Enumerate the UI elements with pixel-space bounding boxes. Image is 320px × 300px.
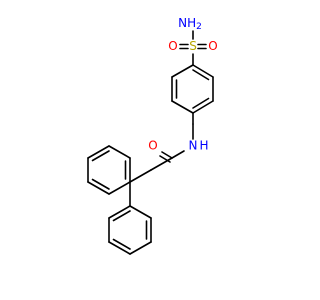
bond-ring1-inner-3 [192,69,210,81]
atom-nh2: NH2 [178,16,202,32]
bond-carbonyl-ch2 [150,157,173,171]
atom-amide-hydrogen: H [199,139,208,153]
bond-ring2-b [87,145,110,159]
bond-ring2-e [108,181,131,195]
bond-ring1-d [192,100,214,114]
atom-sulfur: S [189,39,197,53]
bond-c-o-1 [161,151,173,159]
bond-ring2-inner-1 [91,150,110,162]
molecule-diagram: NH2 S O O N H O [87,16,218,255]
atom-oxygen-right: O [208,39,217,53]
atom-oxygen-left: O [168,39,177,53]
bond-ring3-f [108,205,131,219]
bonds [87,30,214,255]
bond-ring2-inner-2 [91,178,110,190]
bond-ring2-a [108,145,131,159]
bond-ring1-a [171,64,194,78]
bond-ring3-c [129,241,152,255]
bond-ring3-inner-3 [112,210,131,222]
bond-nh-carbonyl [171,150,185,159]
atom-labels: NH2 S O O N H O [148,16,217,153]
bond-ring2-d [87,181,110,195]
bond-ring3-inner-2 [112,238,131,250]
bond-ring1-f [192,64,214,78]
atom-carbonyl-oxygen: O [148,139,157,153]
bond-ring3-d [108,241,131,255]
bond-ch2-ch [129,169,152,183]
bond-ring1-inner-2 [192,97,210,109]
bond-ring1-c [171,100,194,114]
atom-amide-nitrogen: N [189,139,198,153]
bond-ring3-a [129,205,152,219]
